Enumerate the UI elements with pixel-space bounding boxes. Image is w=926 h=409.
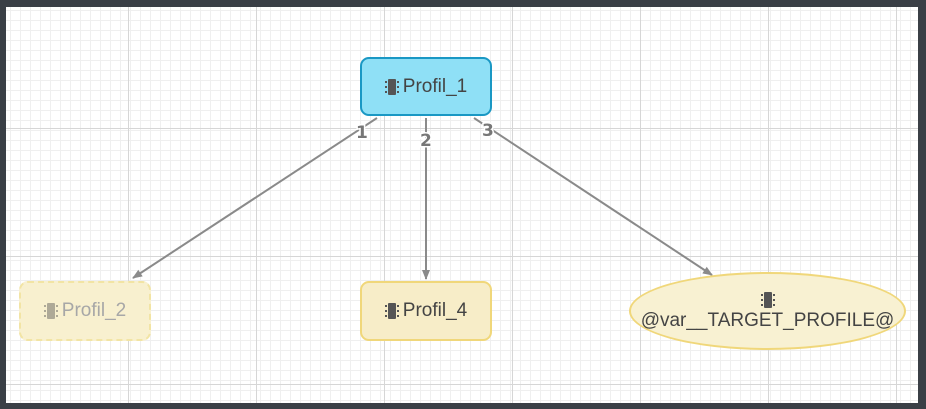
node-target-profile-variable[interactable]: @var__TARGET_PROFILE@ [629,272,906,350]
node-label: @var__TARGET_PROFILE@ [640,309,895,331]
chip-icon [760,291,775,308]
edge-3-label: 3 [482,121,494,141]
edge-2-label: 2 [420,131,432,151]
node-label: Profil_2 [61,300,127,321]
node-label: Profil_4 [402,300,468,321]
node-profil-2[interactable]: Profil_2 [19,281,151,341]
edge-1-label: 1 [356,123,368,143]
edge-3-line[interactable] [473,117,713,276]
chip-icon [384,303,399,319]
node-profil-4[interactable]: Profil_4 [360,281,492,341]
edge-1-line[interactable] [132,117,378,279]
chip-icon [384,78,399,95]
diagram-canvas[interactable]: 1 2 3 Profil_1 Profil_2 Profil_4 @var__T… [6,7,918,403]
node-label: Profil_1 [402,75,468,97]
node-profil-1[interactable]: Profil_1 [360,57,492,116]
chip-icon [43,303,58,319]
edges-layer: 1 2 3 [132,117,713,280]
